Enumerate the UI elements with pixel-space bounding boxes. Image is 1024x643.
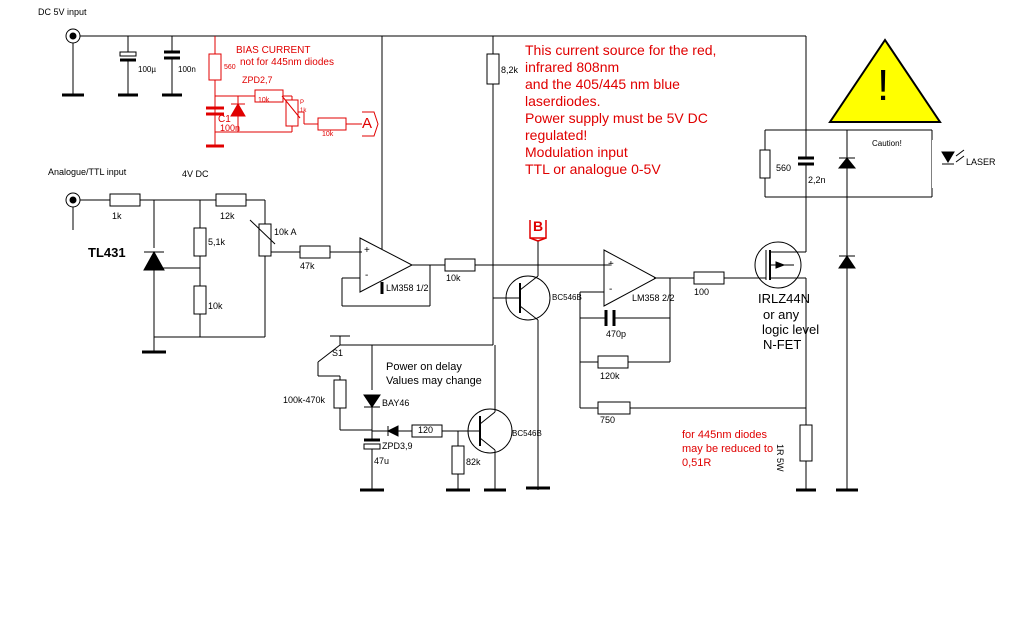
- cap-100n-label: 100n: [178, 65, 196, 74]
- c-2-2n-label: 2,2n: [808, 175, 826, 185]
- r-100-label: 100: [694, 287, 710, 297]
- main-note-line: infrared 808nm: [525, 59, 620, 75]
- bc546b-2-label: BC546B: [512, 429, 542, 438]
- main-note-line: and the 405/445 nm blue: [525, 76, 680, 92]
- vref-label: 4V DC: [182, 169, 209, 179]
- bias-10k-a-label: 10k: [322, 131, 334, 138]
- r-100k-470k-label: 100k-470k: [283, 395, 326, 405]
- main-note: This current source for the red, infrare…: [525, 42, 716, 178]
- bias-resistor-560-label: 560: [224, 64, 236, 71]
- node-b-tag: B: [533, 218, 544, 234]
- c-47u-label: 47u: [374, 456, 390, 466]
- caution-label: Caution!: [872, 139, 902, 148]
- dc-input-label: DC 5V input: [38, 7, 87, 17]
- r-10k-label: 10k: [208, 301, 223, 311]
- laser-label: LASER: [966, 157, 996, 167]
- analogue-input-label: Analogue/TTL input: [48, 167, 127, 177]
- c1-label: C1: [218, 114, 231, 125]
- c1-value-label: 100n: [220, 123, 241, 133]
- warning-exclamation: !: [877, 61, 890, 110]
- lm358-b-label: LM358 2/2: [632, 293, 675, 303]
- opamp1-plus: +: [364, 245, 370, 256]
- main-note-line: Power supply must be 5V DC: [525, 110, 708, 126]
- bay46-label: BAY46: [382, 398, 410, 408]
- opamp1-minus: -: [365, 270, 369, 281]
- diode-note-line: for 445nm diodes: [682, 429, 767, 441]
- c-470p-label: 470p: [606, 329, 627, 339]
- diode-note-line: may be reduced to: [682, 443, 774, 455]
- bias-current-title: BIAS CURRENT: [236, 45, 311, 56]
- main-note-line: TTL or analogue 0-5V: [525, 161, 661, 177]
- s1-label: S1: [332, 348, 344, 358]
- main-note-line: Modulation input: [525, 144, 628, 160]
- bias-10k-label: 10k: [258, 97, 270, 104]
- diode-note-line: 0,51R: [682, 457, 712, 469]
- r-120k-label: 120k: [600, 371, 620, 381]
- bias-pot-tag: P: [300, 100, 305, 106]
- r-750-label: 750: [600, 415, 616, 425]
- node-a-tag: A: [362, 115, 373, 132]
- diode-note: for 445nm diodes may be reduced to 0,51R: [682, 428, 773, 470]
- r-560-laser-label: 560: [776, 163, 792, 173]
- irlz-alt-1: or any: [763, 307, 800, 322]
- delay-note-1: Power on delay: [386, 361, 462, 373]
- r-120-label: 120: [418, 425, 434, 435]
- bias-pot-1k-label: 1k: [300, 108, 307, 114]
- irlz44n-label: IRLZ44N: [758, 291, 811, 306]
- r-12k-label: 12k: [220, 211, 235, 221]
- r-47k-label: 47k: [300, 261, 315, 271]
- irlz-alt-2: logic level: [762, 322, 820, 337]
- main-note-line: laserdiodes.: [525, 93, 601, 109]
- r-1r-5w-label: 1R 5W: [775, 444, 785, 472]
- tl431-label: TL431: [88, 245, 126, 260]
- irlz-alt-3: N-FET: [763, 337, 802, 352]
- lm358-a-label: LM358 1/2: [386, 283, 429, 293]
- r-8-2k-label: 8,2k: [501, 65, 519, 75]
- r-5-1k-label: 5,1k: [208, 237, 226, 247]
- zpd39-label: ZPD3,9: [382, 441, 413, 451]
- opamp2-minus: -: [609, 284, 613, 295]
- opamp2-plus: +: [608, 259, 614, 270]
- cap-100u-label: 100µ: [138, 65, 156, 74]
- r-1k-label: 1k: [112, 211, 122, 221]
- main-note-line: regulated!: [525, 127, 588, 143]
- pot-10k-a-label: 10k A: [274, 227, 297, 237]
- r-82k-label: 82k: [466, 457, 481, 467]
- r-10k-mid-label: 10k: [446, 273, 461, 283]
- warning-triangle: [828, 38, 942, 123]
- bias-current-note: not for 445nm diodes: [240, 57, 334, 68]
- bc546b-1-label: BC546B: [552, 293, 582, 302]
- main-note-line: This current source for the red,: [525, 42, 717, 58]
- zpd27-label: ZPD2,7: [242, 75, 273, 85]
- delay-note-2: Values may change: [386, 375, 482, 387]
